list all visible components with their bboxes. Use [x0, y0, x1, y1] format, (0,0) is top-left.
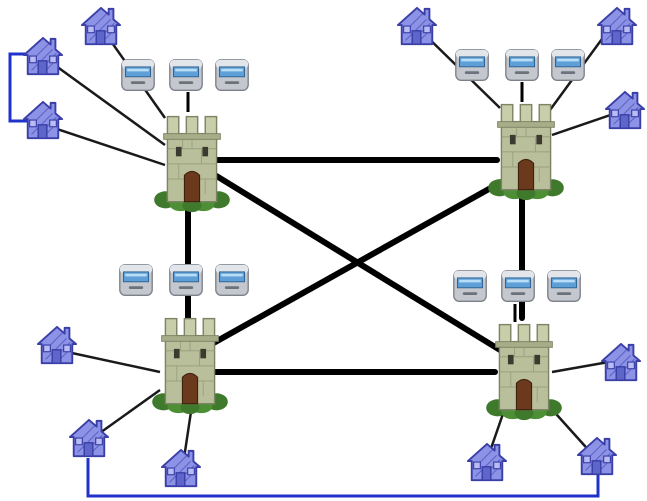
house-icon	[80, 6, 122, 46]
house-icon	[600, 342, 642, 382]
server-icon	[455, 49, 489, 81]
server-icon	[121, 59, 155, 91]
house-link	[57, 348, 161, 374]
server-icon	[551, 49, 585, 81]
server-icon	[453, 270, 487, 302]
server-icon	[119, 264, 153, 296]
backbone-link-diagonal-up	[207, 177, 508, 348]
servers-bottom-right	[453, 270, 581, 302]
server-icon	[169, 59, 203, 91]
server-icon	[169, 264, 203, 296]
house-icon	[22, 100, 64, 140]
house-icon	[36, 325, 78, 365]
house-icon	[22, 36, 64, 76]
servers-top-right	[455, 49, 585, 81]
castle-top-right	[487, 103, 565, 201]
house-icon	[68, 418, 110, 458]
server-icon	[215, 59, 249, 91]
house-icon	[396, 6, 438, 46]
loop-links	[8, 52, 600, 498]
house-icon	[466, 442, 508, 482]
loop-link-left-top	[8, 52, 30, 123]
castle-top-left	[153, 115, 231, 213]
house-icon	[160, 448, 202, 488]
house-link	[44, 56, 166, 147]
castle-bottom-left	[151, 317, 229, 415]
server-icon	[501, 270, 535, 302]
house-link	[44, 123, 166, 167]
house-icon	[604, 90, 646, 130]
servers-top-left	[121, 59, 249, 91]
server-icon	[547, 270, 581, 302]
house-icon	[596, 6, 638, 46]
loop-link-bottom	[86, 458, 600, 498]
servers-bottom-left	[119, 264, 249, 296]
server-links	[186, 82, 524, 322]
backbone-links	[185, 157, 525, 375]
server-icon	[215, 264, 249, 296]
server-icon	[505, 49, 539, 81]
